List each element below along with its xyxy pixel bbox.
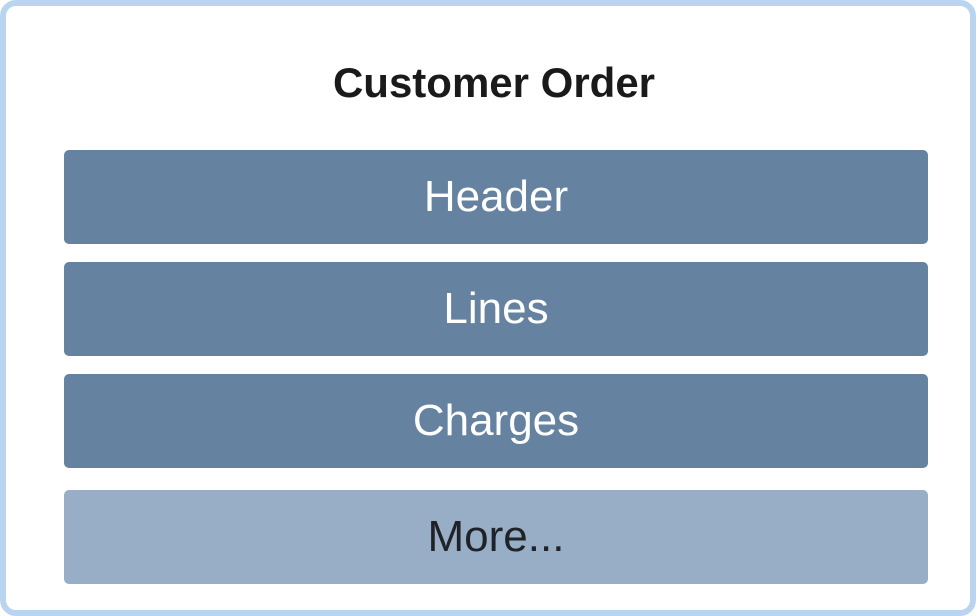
header-button[interactable]: Header <box>64 150 928 244</box>
charges-button[interactable]: Charges <box>64 374 928 468</box>
panel-title: Customer Order <box>332 59 656 106</box>
more-button[interactable]: More... <box>64 490 928 584</box>
lines-button[interactable]: Lines <box>64 262 928 356</box>
